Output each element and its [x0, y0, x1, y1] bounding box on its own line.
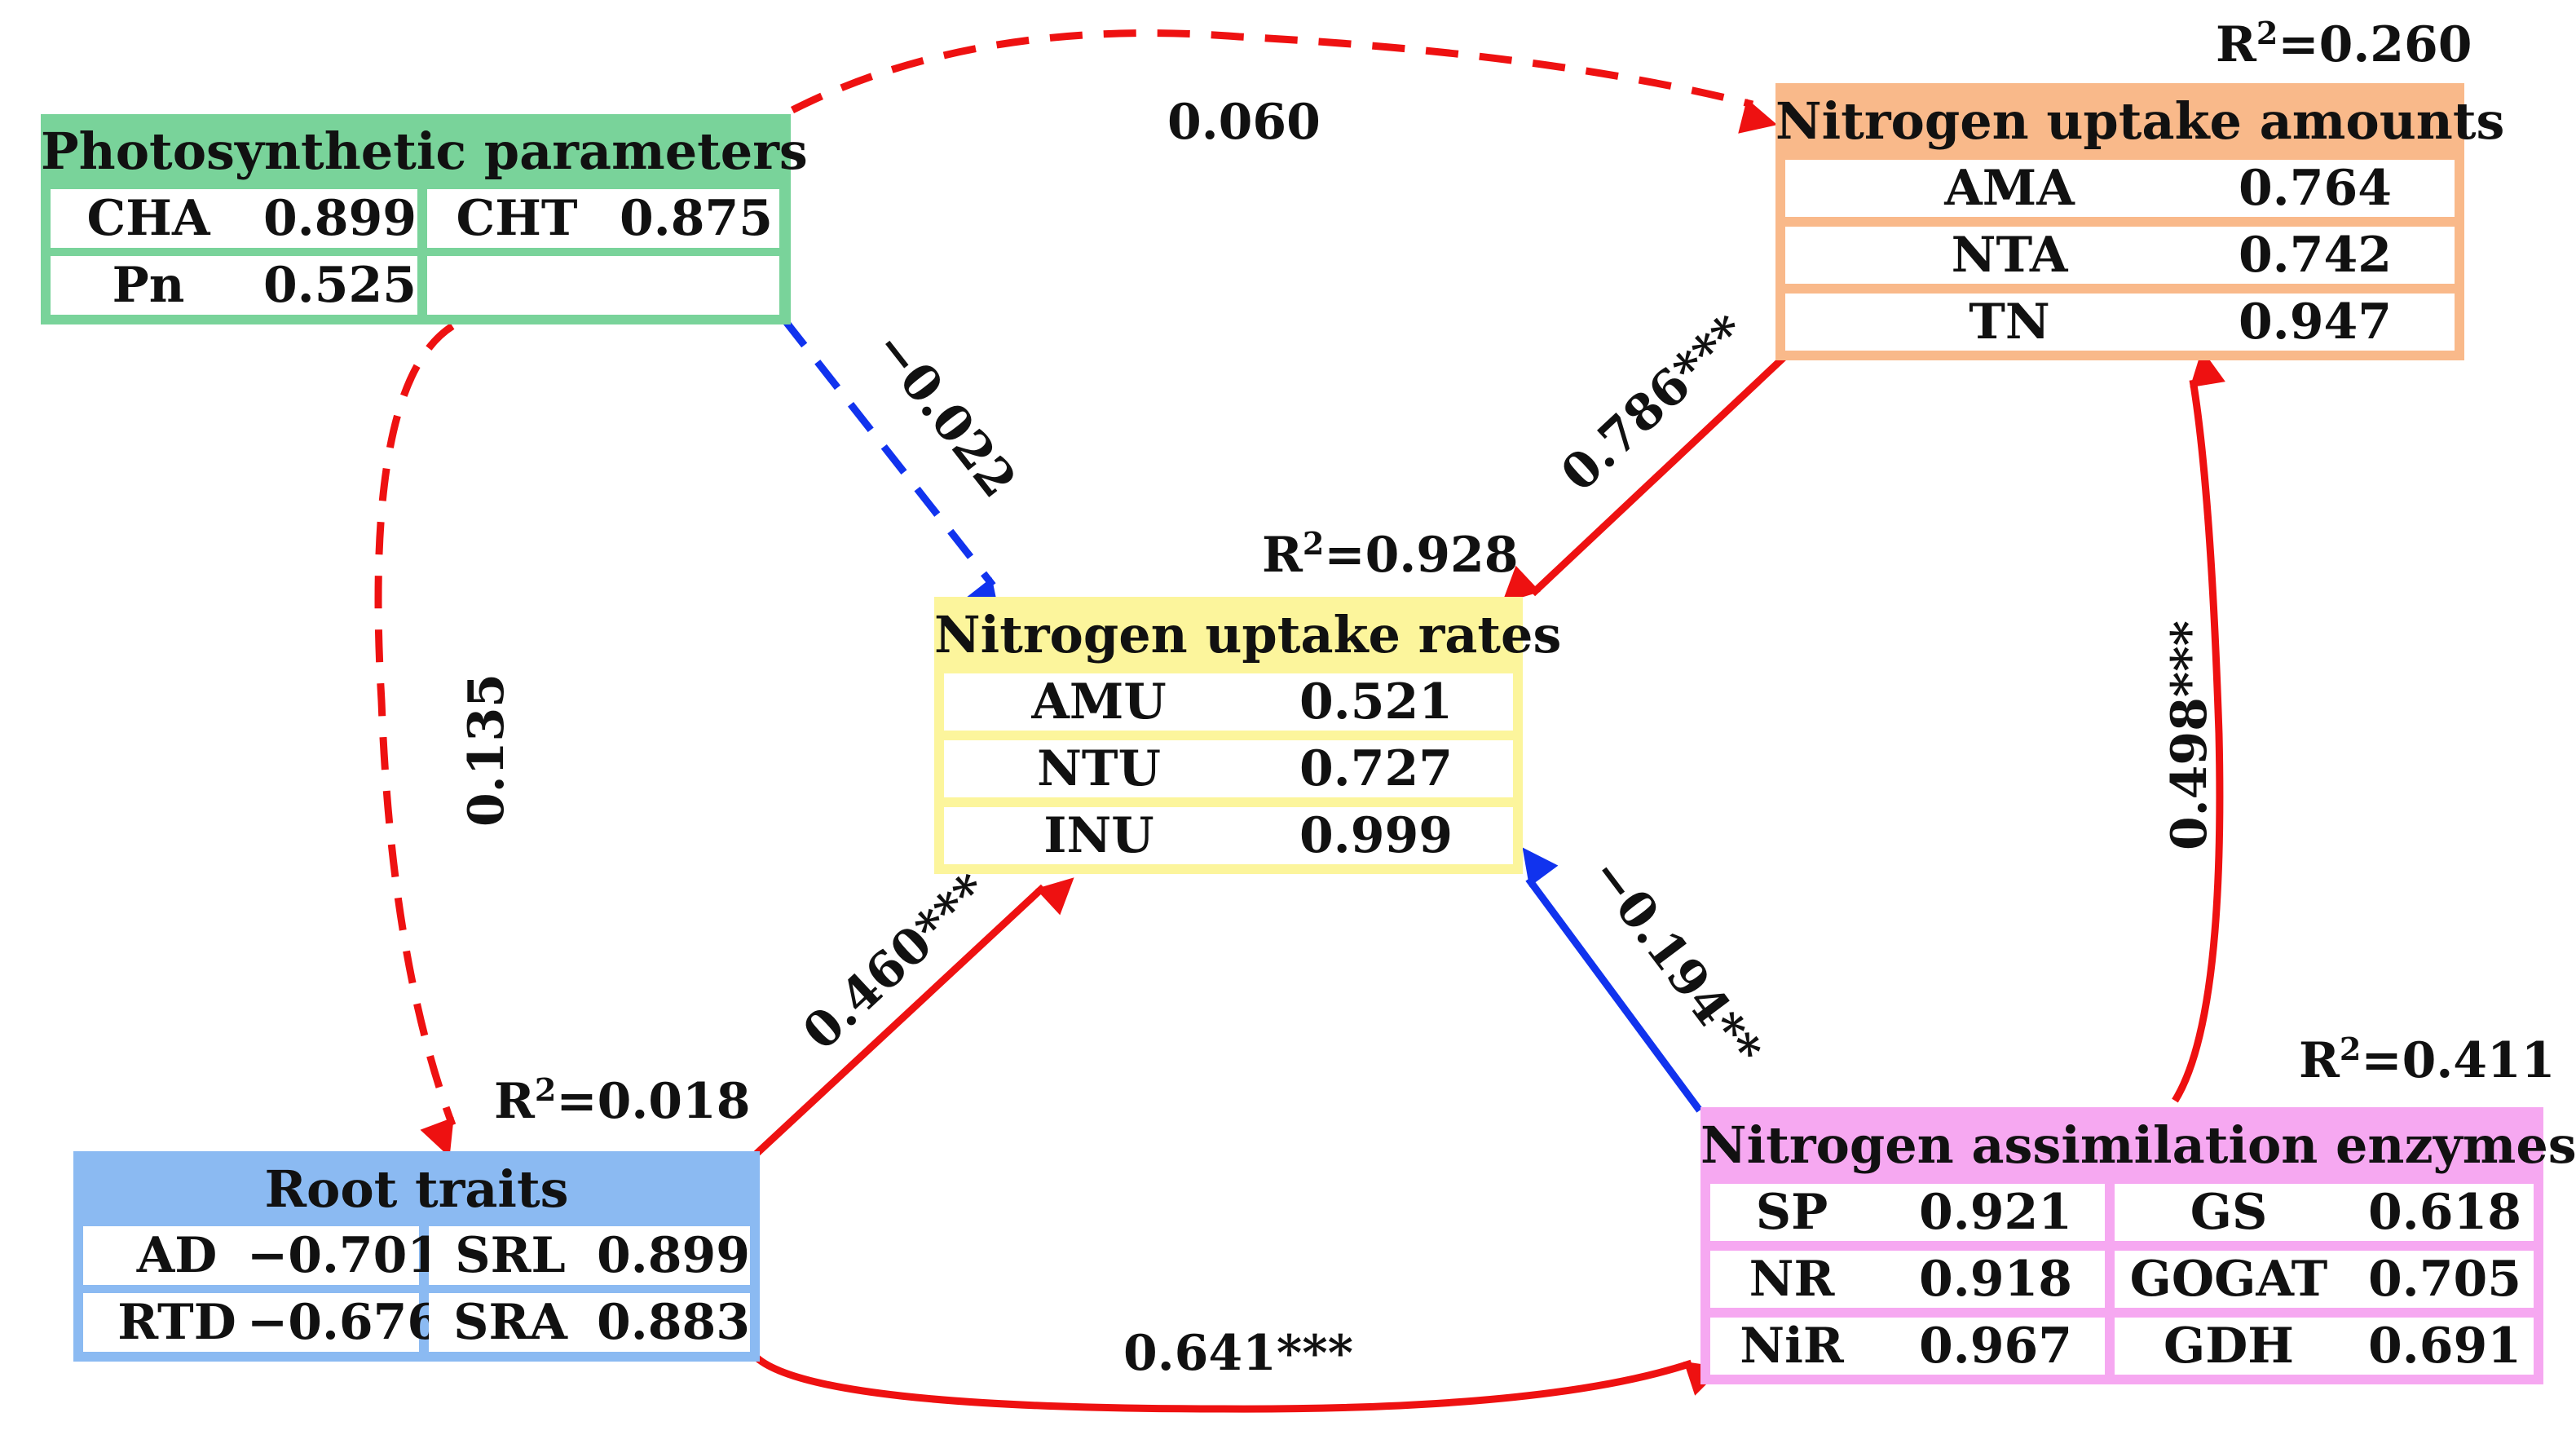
r2-uptake-rates: R2=0.928: [1262, 525, 1519, 584]
node-title: Nitrogen uptake rates: [934, 605, 1562, 664]
node-title: Nitrogen assimilation enzymes: [1700, 1115, 2576, 1175]
node-title: Nitrogen uptake amounts: [1775, 91, 2505, 151]
arrow-photosynthetic-to-uptake-rates: [781, 317, 1000, 617]
r2-assimilation: R2=0.411: [2299, 1031, 2556, 1089]
cell-gs: GS 0.618: [2115, 1184, 2534, 1241]
cell-ad: AD −0.701: [83, 1226, 441, 1285]
path-coef-photosynthetic-uptake-amounts: 0.060: [1167, 94, 1321, 151]
cell-amu: AMU 0.521: [944, 673, 1513, 731]
cell-cha: CHA 0.899: [51, 189, 417, 248]
cell-ntu: NTU 0.727: [944, 740, 1513, 797]
arrow-root-traits-to-uptake-rates: [753, 877, 1074, 1157]
path-coef-root-traits-assimilation: 0.641***: [1123, 1325, 1354, 1382]
r2-uptake-amounts: R2=0.260: [2216, 15, 2472, 73]
cell-srl: SRL 0.899: [429, 1226, 750, 1285]
cell-empty: [427, 256, 779, 315]
cell-ama: AMA 0.764: [1785, 160, 2455, 217]
cell-tn: TN 0.947: [1785, 294, 2455, 351]
arrow-root-traits-to-assimilation: [754, 1354, 1724, 1413]
arrow-photosynthetic-to-root-traits: [374, 323, 457, 1158]
node-root-traits: Root traits AD −0.701 SRL 0.899 RTD −0.6…: [73, 1151, 760, 1362]
node-nitrogen-assimilation-enzymes: Nitrogen assimilation enzymes SP 0.921 G…: [1700, 1107, 2576, 1384]
node-nitrogen-uptake-rates: Nitrogen uptake rates AMU 0.521 NTU 0.72…: [934, 597, 1562, 874]
r2-root-traits: R2=0.018: [494, 1071, 751, 1130]
cell-inu: INU 0.999: [944, 807, 1513, 864]
cell-sra: SRA 0.883: [429, 1293, 750, 1352]
cell-pn: Pn 0.525: [51, 256, 417, 315]
node-title: Photosynthetic parameters: [41, 121, 808, 181]
cell-nta: NTA 0.742: [1785, 227, 2455, 284]
arrow-photosynthetic-to-uptake-amounts: [790, 29, 1778, 134]
node-title: Root traits: [264, 1159, 569, 1219]
cell-gdh: GDH 0.691: [2115, 1318, 2534, 1375]
node-nitrogen-uptake-amounts: Nitrogen uptake amounts AMA 0.764 NTA 0.…: [1775, 83, 2505, 360]
cell-cht: CHT 0.875: [427, 189, 779, 248]
cell-rtd: RTD −0.676: [83, 1293, 441, 1352]
arrow-uptake-amounts-to-uptake-rates: [1502, 349, 1793, 603]
arrow-assimilation-to-uptake-rates: [1522, 847, 1703, 1113]
cell-nir: NiR 0.967: [1710, 1318, 2105, 1375]
node-photosynthetic-parameters: Photosynthetic parameters CHA 0.899 CHT …: [41, 114, 808, 324]
cell-gogat: GOGAT 0.705: [2115, 1251, 2534, 1308]
path-coef-photosynthetic-root-traits: 0.135: [457, 673, 515, 827]
cell-nr: NR 0.918: [1710, 1251, 2105, 1308]
arrow-assimilation-to-uptake-amounts: [2172, 349, 2225, 1103]
cell-sp: SP 0.921: [1710, 1184, 2105, 1241]
path-coef-assimilation-uptake-amounts: 0.498***: [2161, 620, 2219, 851]
